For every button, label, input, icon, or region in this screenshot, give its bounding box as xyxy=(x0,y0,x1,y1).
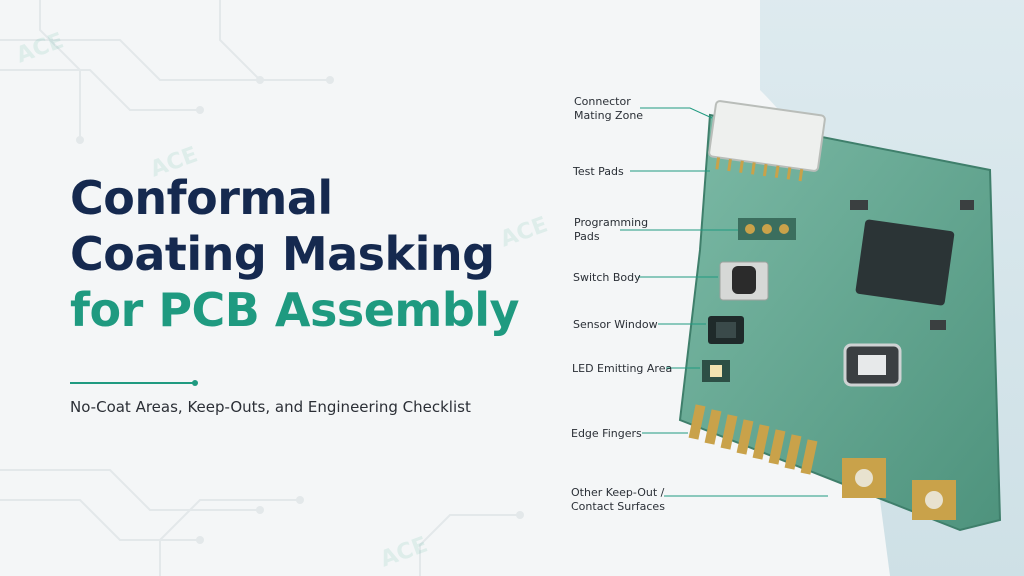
title-line-1: Conformal xyxy=(70,171,333,225)
mcu-chip xyxy=(855,219,955,306)
sensor-component xyxy=(708,316,744,344)
title-divider xyxy=(70,380,198,386)
subtitle: No-Coat Areas, Keep-Outs, and Engineerin… xyxy=(70,398,471,416)
callout-connector-mating-zone: Connector Mating Zone xyxy=(574,95,644,122)
edge-fingers-component xyxy=(688,404,818,475)
mounting-pads-component xyxy=(842,458,956,520)
pcb-illustration xyxy=(620,0,1024,576)
callout-test-pads: Test Pads xyxy=(573,165,624,178)
led-component xyxy=(702,360,730,382)
title-block: Conformal Coating Masking for PCB Assemb… xyxy=(70,170,550,338)
callout-leaders xyxy=(620,107,828,497)
callout-programming-pads: Programming Pads xyxy=(574,216,649,243)
callout-edge-fingers: Edge Fingers xyxy=(571,427,642,440)
title-line-2: Coating Masking xyxy=(70,227,495,281)
title-line-3: for PCB Assembly xyxy=(70,283,520,337)
callout-sensor-window: Sensor Window xyxy=(573,318,658,331)
crystal-component xyxy=(843,343,902,387)
programming-pads-component xyxy=(738,218,796,240)
callout-led-emitting-area: LED Emitting Area xyxy=(572,362,673,375)
callout-switch-body: Switch Body xyxy=(573,271,641,284)
callout-other-keep-out: Other Keep-Out / Contact Surfaces xyxy=(571,486,665,513)
switch-component xyxy=(719,261,769,301)
connector-component xyxy=(708,100,826,182)
